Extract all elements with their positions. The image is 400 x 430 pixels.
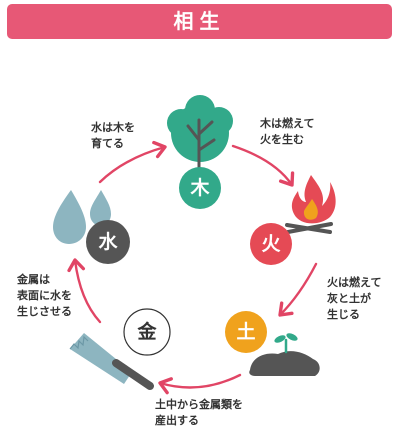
note-line: 灰と土が: [327, 292, 371, 305]
arrow-earth-to-metal: [158, 373, 242, 395]
tree-icon: [167, 95, 233, 170]
water-circle: [86, 220, 130, 264]
page-title: 相生: [173, 9, 226, 33]
earth-circle: [225, 311, 267, 353]
note-line: 生じさせる: [17, 305, 72, 318]
metal-label: 金: [137, 321, 157, 343]
note-earth-to-metal: 土中から金属類を 産出する: [155, 397, 243, 429]
arrow-wood-to-fire: [231, 144, 295, 187]
note-line: 火を生む: [260, 133, 304, 146]
note-water-to-wood: 水は木を 育てる: [91, 120, 135, 152]
note-line: 水は木を: [91, 121, 135, 134]
note-line: 火は燃えて: [327, 276, 382, 289]
arrow-metal-to-water: [67, 258, 102, 324]
note-line: 土中から金属類を: [155, 398, 243, 411]
note-line: 木は燃えて: [260, 117, 315, 130]
water-label: 水: [98, 231, 118, 253]
metal-circle: [123, 308, 171, 356]
note-metal-to-water: 金属は 表面に水を 生じさせる: [17, 272, 72, 320]
wood-circle: [179, 167, 221, 209]
wood-label: 木: [190, 177, 210, 199]
note-line: 生じる: [327, 308, 360, 321]
arrow-water-to-wood: [98, 140, 167, 184]
note-line: 金属は: [17, 273, 50, 286]
arrow-fire-to-earth: [278, 262, 318, 317]
note-fire-to-earth: 火は燃えて 灰と土が 生じる: [327, 275, 381, 323]
earth-label: 土: [236, 321, 256, 343]
fire-label: 火: [261, 233, 281, 255]
note-line: 表面に水を: [17, 289, 72, 302]
campfire-icon: [285, 175, 336, 234]
water-drops-icon: [53, 190, 111, 244]
note-wood-to-fire: 木は燃えて 火を生む: [260, 116, 314, 148]
fire-circle: [250, 223, 292, 265]
note-line: 産出する: [155, 414, 199, 427]
saw-icon: [69, 333, 154, 390]
title-banner: 相生: [7, 4, 392, 39]
soil-sprout-icon: [249, 333, 320, 376]
note-line: 育てる: [91, 137, 124, 150]
